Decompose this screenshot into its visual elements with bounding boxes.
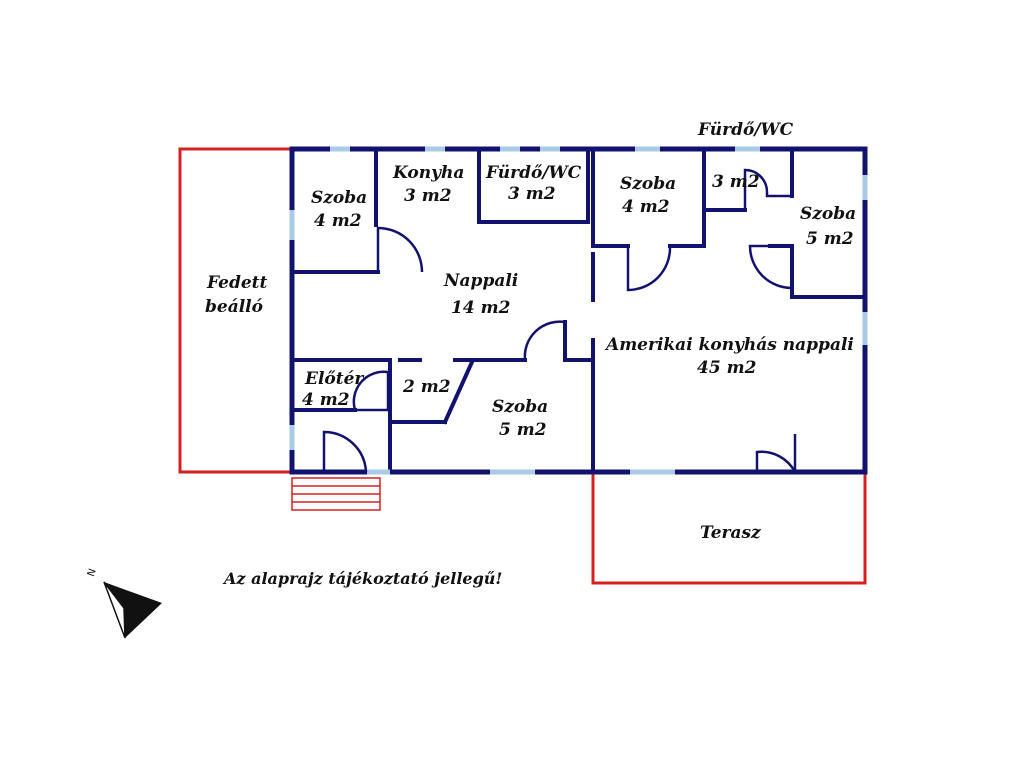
room-eloter-area: 4 m2 [302,390,350,410]
room-nappali-name: Nappali [443,271,518,291]
room-szoba-n-area: 4 m2 [622,197,670,217]
covered-parking-outline [178,147,292,474]
furdo-wc-outside-label: Fürdő/WC [697,120,794,140]
room-konyha-area: 3 m2 [404,186,452,206]
room-small-area: 2 m2 [402,377,451,397]
entrance-steps [291,477,381,511]
room-furdo-area: 3 m2 [508,184,556,204]
terrace-outline [591,472,867,585]
room-furdo-name: Fürdő/WC [485,163,582,183]
outer-walls [289,146,868,475]
compass-letter: N [86,567,99,578]
north-arrow-icon: N [86,567,162,639]
room-szoba-ne-name: Szoba [800,204,856,224]
room-amerikai-area: 45 m2 [697,358,757,378]
room-eloter-name: Előtér [304,369,364,389]
room-szoba-s-name: Szoba [492,397,548,417]
room-szoba-ne-area: 5 m2 [806,229,854,249]
interior-walls [290,147,867,474]
room-konyha-name: Konyha [392,163,464,183]
doors [322,168,797,473]
windows [289,146,868,475]
room-nappali-area: 14 m2 [451,298,511,318]
room-szoba-nw-area: 4 m2 [314,211,362,231]
fedett-label-line1: Fedett [206,273,268,293]
room-amerikai-name: Amerikai konyhás nappali [604,335,854,355]
room-wc-small-area: 3 m2 [712,172,760,192]
disclaimer-text: Az alaprajz tájékoztató jellegű! [222,569,502,588]
room-terasz-name: Terasz [700,523,761,543]
fedett-label-line2: beálló [205,297,263,317]
room-szoba-n-name: Szoba [620,174,676,194]
room-szoba-nw-name: Szoba [311,188,367,208]
room-szoba-s-area: 5 m2 [499,420,547,440]
